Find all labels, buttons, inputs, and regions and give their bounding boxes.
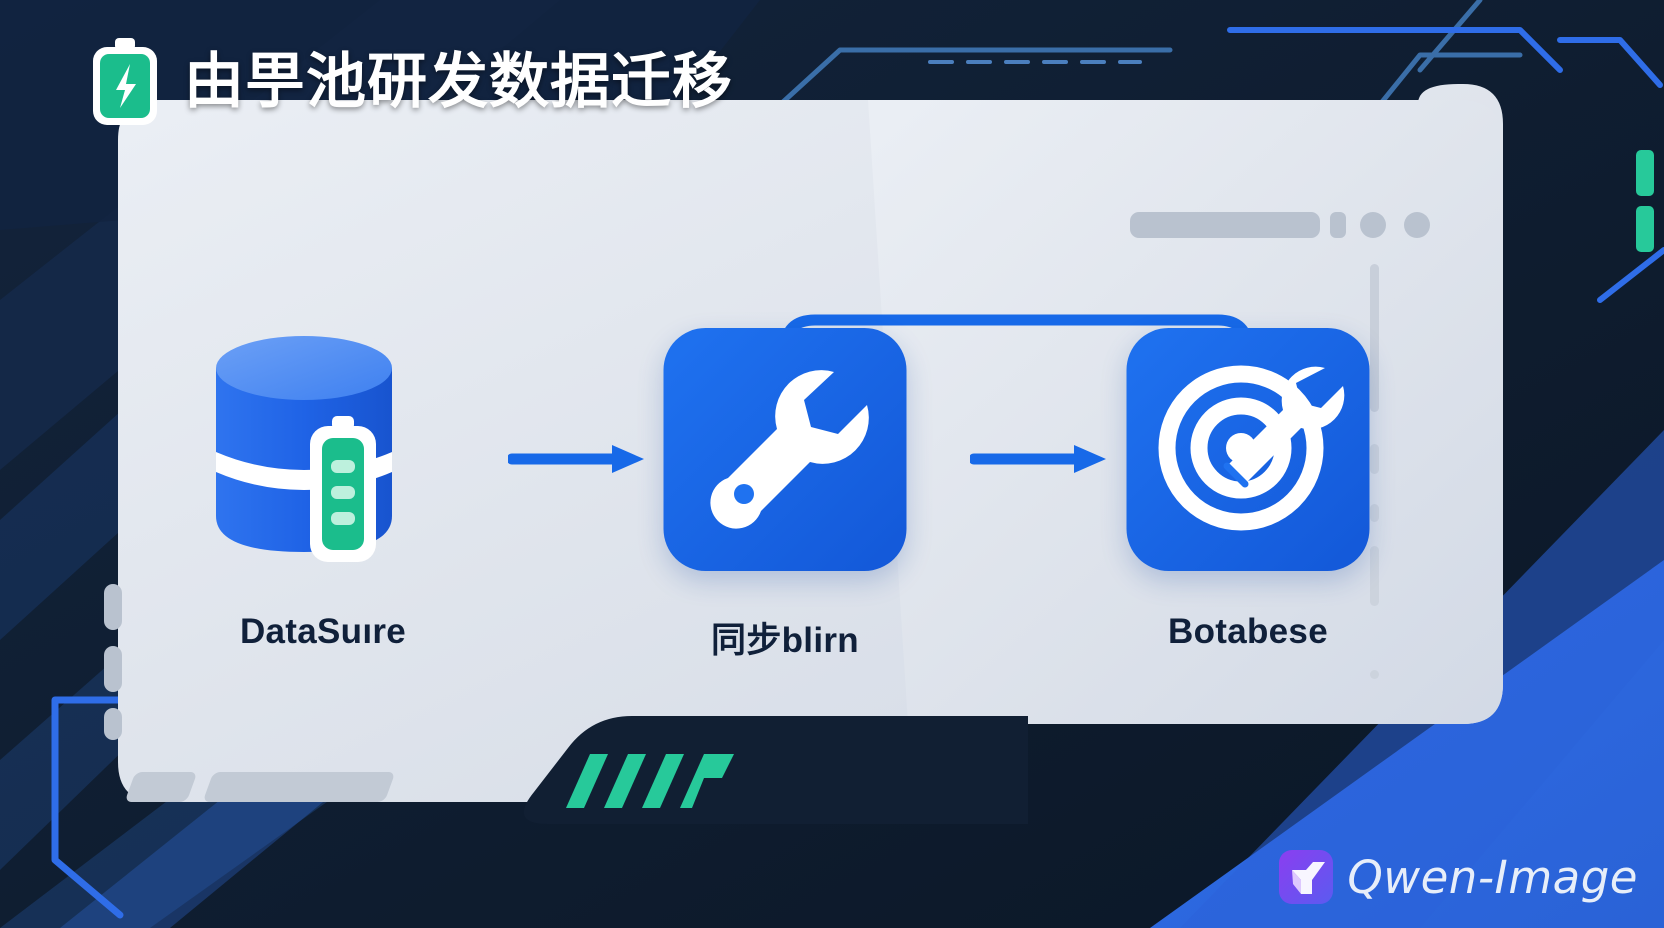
sidebar-placeholder-2[interactable] — [104, 646, 122, 692]
arrow-source-to-sync — [508, 445, 644, 473]
migration-flow: DataSuıre — [78, 314, 1503, 663]
watermark-text: Qwen-Image — [1347, 850, 1638, 904]
scrollbar-dot-2 — [1370, 504, 1379, 522]
scrollbar-dot-4 — [1370, 670, 1379, 679]
flow-node-target[interactable]: Botabese — [1123, 320, 1373, 652]
target-wrench-icon — [1123, 320, 1373, 571]
watermark: Qwen-Image — [1279, 850, 1638, 904]
battery-bolt-icon — [92, 38, 158, 126]
wrench-icon — [660, 320, 910, 571]
sidebar-placeholder-1[interactable] — [104, 584, 122, 630]
flow-node-sync[interactable]: 同步blirn — [660, 320, 910, 663]
scrollbar-dot-3 — [1370, 546, 1379, 606]
scrollbar-dot-1 — [1370, 444, 1379, 474]
flow-node-sync-label: 同步blirn — [711, 621, 859, 660]
database-battery-icon — [198, 320, 448, 570]
flow-node-source[interactable]: DataSuıre — [198, 320, 448, 652]
control-placeholder-1[interactable] — [1330, 212, 1346, 238]
scrollbar-track[interactable] — [1370, 264, 1379, 412]
flow-node-source-label: DataSuıre — [239, 612, 407, 651]
footer-placeholder-2[interactable] — [202, 772, 396, 802]
page-title: 由甼池研发数据迁移 — [184, 48, 733, 115]
sidebar-placeholder-3[interactable] — [104, 708, 122, 740]
qwen-logo-icon — [1279, 850, 1334, 904]
arrow-sync-to-target — [970, 445, 1106, 473]
footer-placeholder-1[interactable] — [124, 772, 198, 802]
flow-node-target-label: Botabese — [1168, 612, 1328, 651]
app-window: DataSuıre — [78, 84, 1503, 824]
control-placeholder-2[interactable] — [1360, 212, 1386, 238]
header: 由甼池研发数据迁移 — [92, 38, 733, 126]
teal-slash-badge — [523, 716, 1028, 824]
control-placeholder-3[interactable] — [1404, 212, 1430, 238]
address-bar-placeholder[interactable] — [1130, 212, 1320, 238]
